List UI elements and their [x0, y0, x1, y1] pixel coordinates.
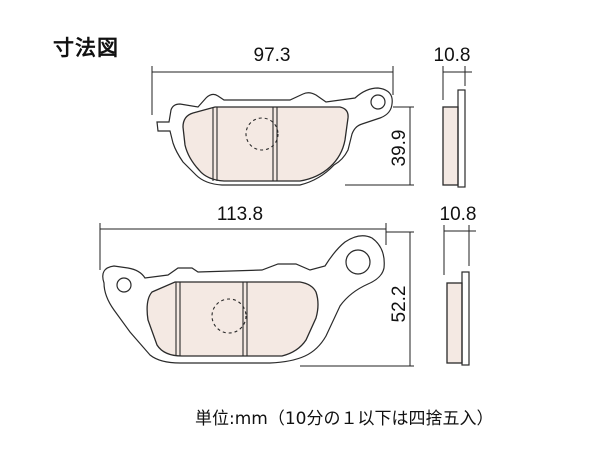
pad2-mounting-hole-left	[116, 277, 132, 293]
pad2-piston-circle	[211, 298, 247, 334]
pad1-friction-material	[182, 106, 349, 182]
pad2-friction-material	[146, 281, 319, 357]
pad2-height-dimension: 52.2	[300, 231, 414, 367]
diagram-title: 寸法図	[53, 36, 119, 60]
pad1-side-view: 10.8	[434, 45, 472, 188]
pad1-height-dimension: 39.9	[345, 106, 414, 186]
pad1-height-label: 39.9	[389, 130, 410, 167]
pad1-width-label: 97.3	[254, 45, 291, 66]
pad2-width-label: 113.8	[217, 204, 263, 225]
pad1-backing-plate	[156, 87, 393, 186]
pad1-width-dimension: 97.3	[151, 45, 394, 115]
pad-2: 113.8 52.2 10.8	[99, 204, 477, 367]
pad2-side-view: 10.8	[440, 204, 477, 366]
pad2-thickness-label: 10.8	[440, 204, 477, 225]
pad2-height-label: 52.2	[389, 286, 410, 323]
pad1-piston-circle	[245, 117, 279, 151]
unit-note: 単位:mm（10分の１以下は四捨五入）	[195, 409, 494, 429]
pad-1: 97.3 39.9 10.8	[151, 45, 472, 188]
pad2-backing-plate	[102, 235, 385, 364]
pad1-thickness-label: 10.8	[434, 45, 471, 66]
pad2-mounting-hole-right	[345, 249, 371, 275]
pad1-mounting-hole	[370, 94, 386, 110]
pad2-width-dimension: 113.8	[99, 204, 387, 270]
